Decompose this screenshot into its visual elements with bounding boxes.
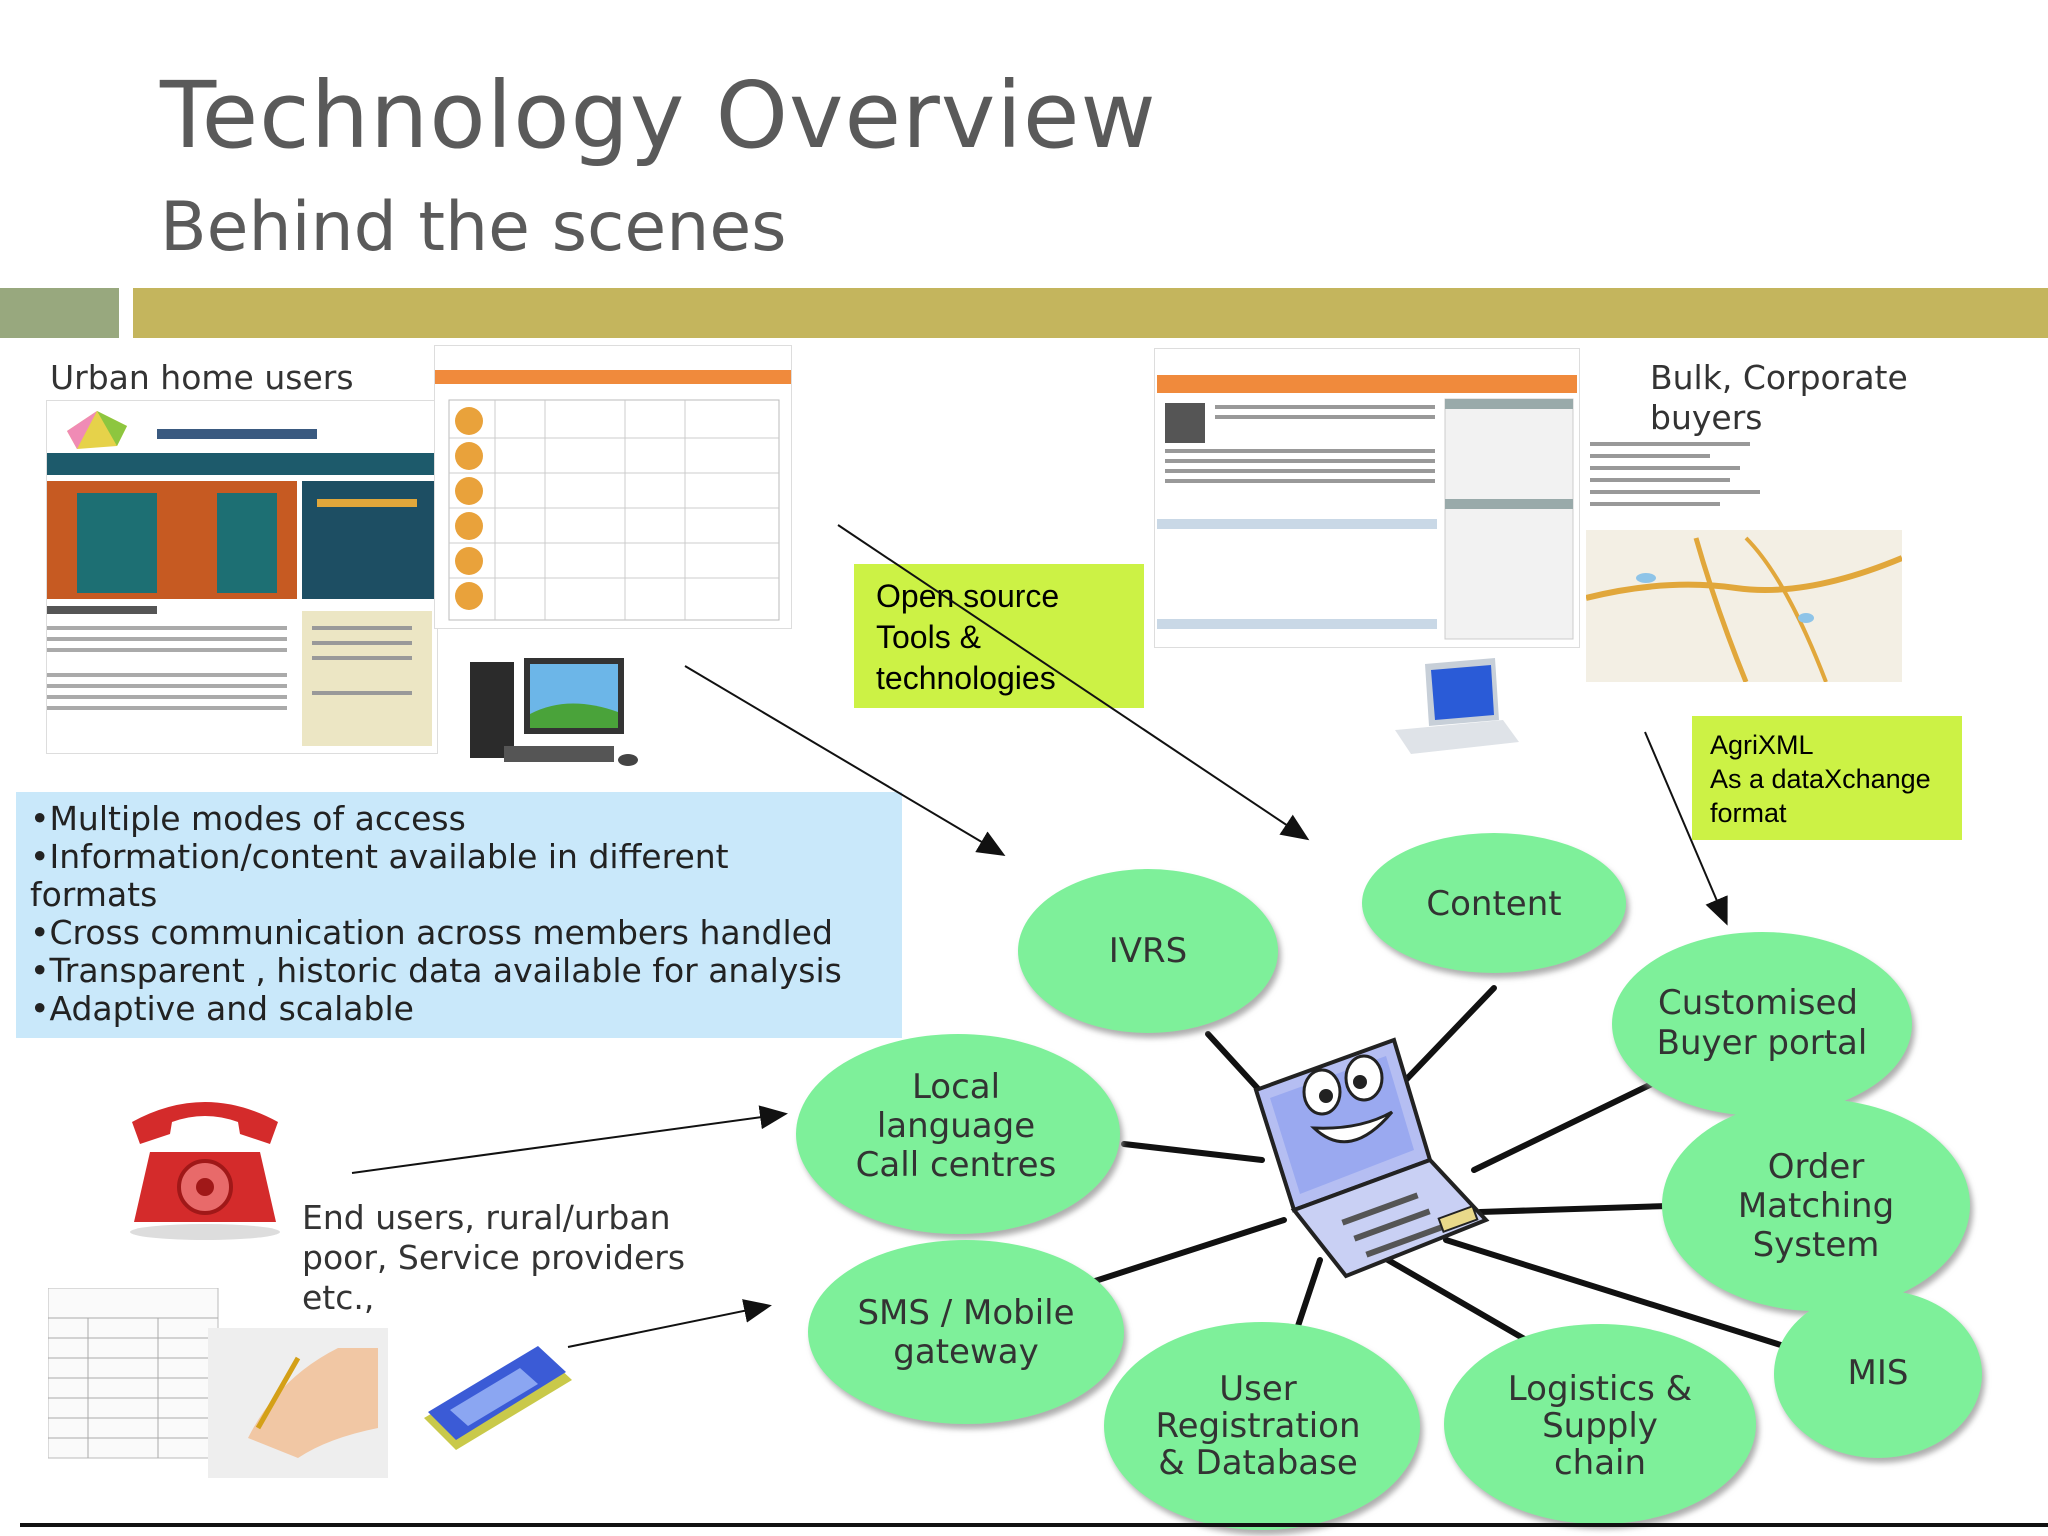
desktop-computer-icon: [470, 658, 638, 766]
node-call-centres-label-2: language: [877, 1106, 1035, 1146]
node-content: [1362, 833, 1626, 973]
connector-user-registration: [1293, 1257, 1323, 1335]
arrow-phone-to-call-centres: [351, 1105, 788, 1174]
connector-sms: [1089, 1217, 1287, 1285]
laptop-icon: [1395, 658, 1519, 754]
title-band-left: [0, 288, 119, 338]
bulk-buyers-line1: Bulk, Corporate: [1650, 358, 1908, 397]
open-source-line1: Open source: [876, 578, 1060, 614]
map-thumbnail: [1586, 438, 1902, 682]
node-order-matching: [1662, 1099, 1970, 1311]
agrixml-callout: AgriXML As a dataXchange format: [1692, 716, 1962, 840]
mobile-phone-icon: [424, 1346, 572, 1450]
node-order-matching-label-2: Matching: [1738, 1186, 1894, 1226]
node-buyer-portal: [1612, 932, 1912, 1116]
node-logistics-label-1: Logistics &: [1508, 1369, 1692, 1409]
portal-graphic: [1157, 375, 1577, 640]
connector-order-matching: [1477, 1203, 1671, 1215]
portal-thumbnail: [1154, 348, 1580, 648]
paper-form-icon: [48, 1288, 388, 1478]
arrow-mobile-to-sms: [567, 1299, 772, 1348]
bullet-item: •Information/content available in differ…: [30, 837, 729, 876]
node-ivrs: [1018, 869, 1278, 1033]
open-source-line3: technologies: [876, 660, 1056, 696]
end-users-label: End users, rural/urban poor, Service pro…: [302, 1198, 685, 1318]
bullet-item: •Adaptive and scalable: [30, 989, 414, 1028]
map-graphic: [1586, 442, 1902, 682]
node-sms-gateway: [808, 1240, 1124, 1424]
urban-home-users-label: Urban home users: [50, 358, 354, 397]
node-buyer-portal-label-2: Buyer portal: [1657, 1023, 1868, 1063]
open-source-callout: Open source Tools & technologies: [854, 564, 1144, 708]
node-user-registration: [1104, 1322, 1420, 1530]
connector-logistics: [1385, 1257, 1543, 1351]
node-logistics-label-2: Supply: [1542, 1406, 1658, 1446]
node-logistics: [1444, 1324, 1756, 1524]
arrow-open-source-to-content: [837, 524, 1310, 841]
bullet-item: •Transparent , historic data available f…: [30, 951, 842, 990]
node-content-label: Content: [1426, 884, 1561, 924]
node-order-matching-label-1: Order: [1768, 1147, 1865, 1187]
bullet-item: formats: [30, 875, 158, 914]
telephone-icon: [130, 1102, 280, 1240]
end-users-line3: etc.,: [302, 1278, 375, 1317]
connector-buyer-portal: [1471, 1077, 1663, 1173]
node-call-centres-label-1: Local: [912, 1067, 1000, 1107]
end-users-line2: poor, Service providers: [302, 1238, 686, 1277]
node-buyer-portal-label-1: Customised: [1658, 983, 1858, 1023]
node-sms-label-1: SMS / Mobile: [857, 1293, 1074, 1333]
node-user-registration-label-3: & Database: [1158, 1443, 1358, 1483]
features-list: •Multiple modes of access •Information/c…: [30, 800, 842, 1028]
produce-table-graphic: [435, 370, 791, 621]
end-users-line1: End users, rural/urban: [302, 1198, 671, 1237]
bullet-item: •Multiple modes of access: [30, 799, 466, 838]
arrow-urban-to-ivrs: [684, 665, 1006, 857]
agrixml-line3: format: [1710, 798, 1787, 828]
bulk-buyers-line2: buyers: [1650, 398, 1763, 437]
node-mis-label: MIS: [1848, 1353, 1909, 1393]
node-call-centres: [796, 1034, 1120, 1234]
slide-subtitle: Behind the scenes: [160, 188, 787, 267]
agrixml-line2: As a dataXchange: [1710, 764, 1931, 794]
arrow-bulk-to-buyer-portal: [1644, 731, 1728, 926]
node-call-centres-label-3: Call centres: [856, 1145, 1057, 1185]
connector-mis: [1443, 1237, 1787, 1349]
node-order-matching-label-3: System: [1753, 1225, 1880, 1265]
bottom-rule: [20, 1523, 2048, 1527]
node-user-registration-label-2: Registration: [1155, 1406, 1360, 1446]
node-mis: [1774, 1290, 1982, 1458]
node-user-registration-label-1: User: [1219, 1369, 1297, 1409]
node-ivrs-label: IVRS: [1109, 931, 1188, 971]
produce-table-thumbnail: [434, 345, 792, 629]
urban-website-graphic: [47, 411, 437, 746]
urban-website-thumbnail: [46, 400, 438, 754]
bullet-item: •Cross communication across members hand…: [30, 913, 833, 952]
title-band-right: [133, 288, 2048, 338]
connector-content: [1399, 985, 1497, 1087]
slide-title: Technology Overview: [160, 62, 1157, 169]
bulk-buyers-label: Bulk, Corporate buyers: [1650, 358, 1908, 438]
central-laptop-icon: [1253, 1037, 1490, 1279]
agrixml-line1: AgriXML: [1710, 730, 1814, 760]
connector-call-centres: [1121, 1141, 1265, 1163]
node-logistics-label-3: chain: [1554, 1443, 1646, 1483]
open-source-line2: Tools &: [876, 619, 981, 655]
node-sms-label-2: gateway: [893, 1332, 1038, 1372]
features-box: [16, 792, 902, 1038]
